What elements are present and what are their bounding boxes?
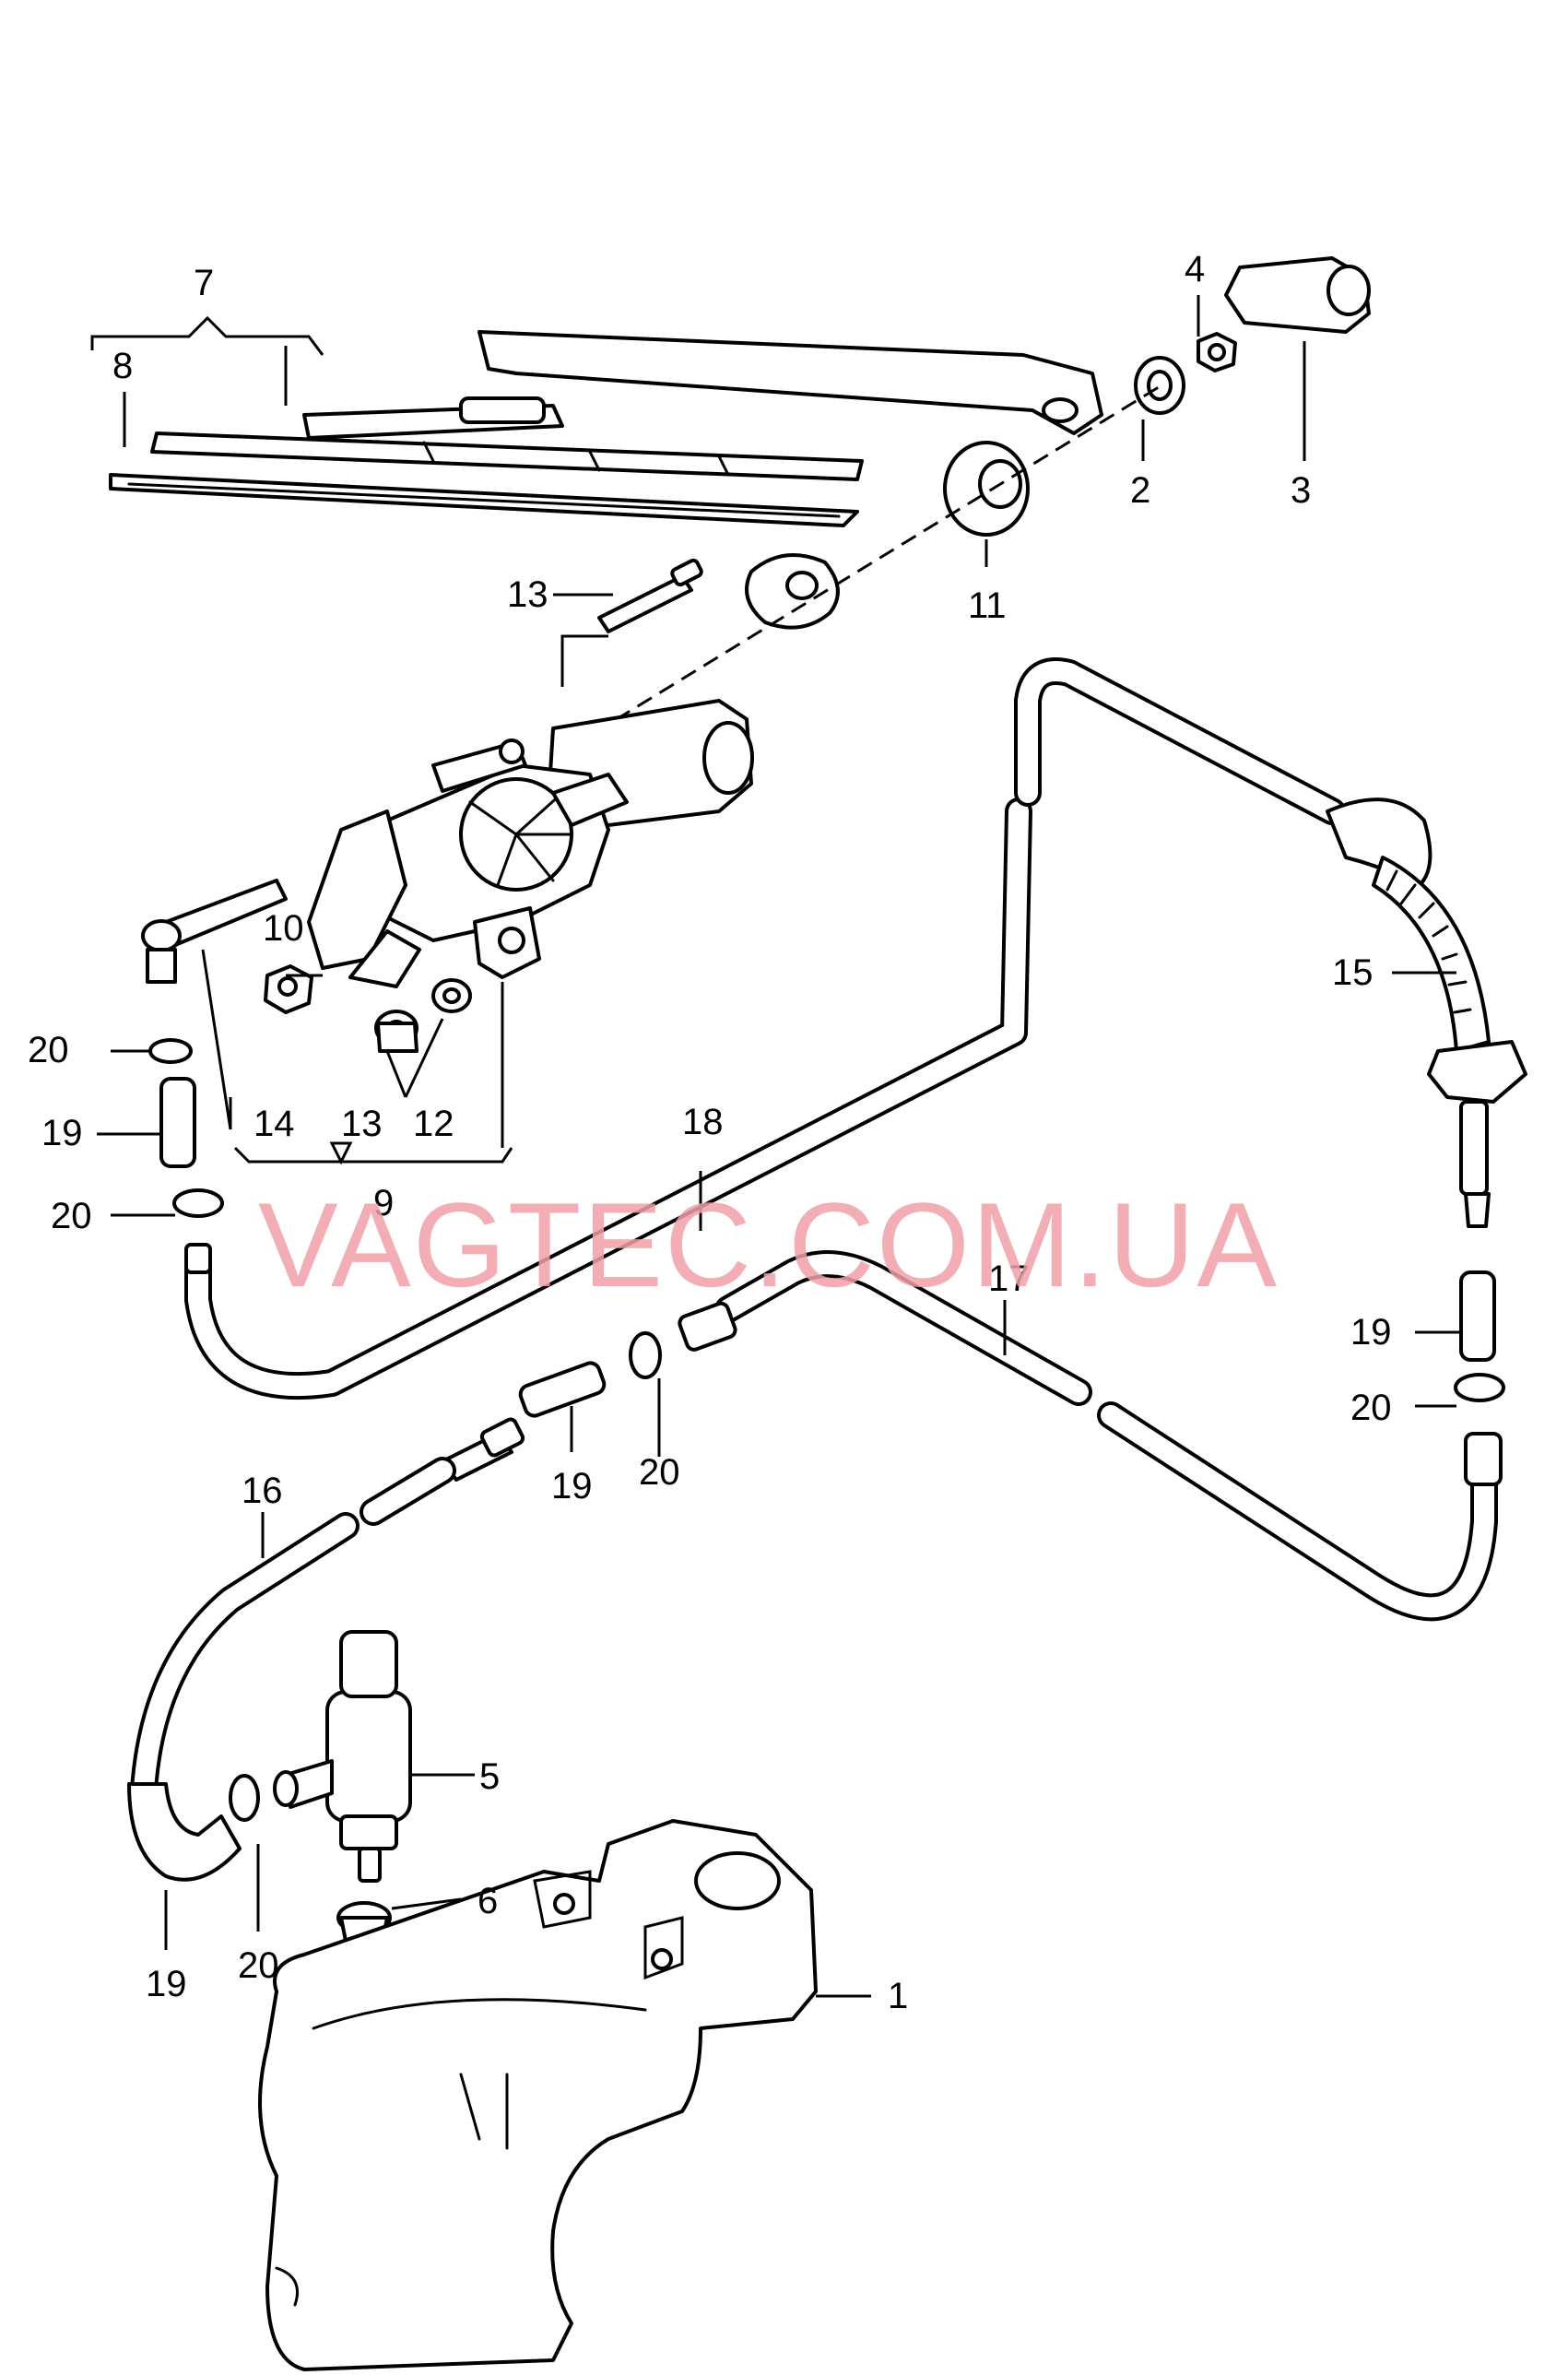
bushing-pair	[374, 978, 472, 1053]
clamp-pump	[229, 1774, 260, 1822]
hose-15	[1326, 798, 1527, 1228]
connector-piece	[441, 1417, 525, 1482]
clamp-left-top	[148, 1038, 193, 1064]
grommet	[943, 441, 1030, 537]
washer-pump	[273, 1630, 412, 1883]
label-1: 1	[888, 1976, 908, 2016]
arm-cap	[1224, 256, 1371, 334]
hose-piece-middle	[518, 1361, 607, 1418]
hose-18	[184, 657, 1346, 1400]
wiper-motor	[307, 699, 754, 988]
hose-piece-left	[159, 1077, 196, 1168]
label-3: 3	[1291, 470, 1311, 511]
seal-washer	[745, 553, 840, 630]
label-20-bottom: 20	[238, 1945, 279, 1986]
nut-10	[264, 964, 313, 1014]
label-4: 4	[1185, 249, 1205, 289]
label-19-bottom: 19	[146, 1964, 187, 2004]
hose-17	[678, 1250, 1503, 1622]
hose-piece-right	[1459, 1270, 1496, 1362]
label-15: 15	[1332, 952, 1373, 993]
clamp-middle	[629, 1331, 662, 1379]
leader-lines	[90, 295, 1461, 1998]
linkage-rod	[141, 879, 288, 984]
wiper-arm	[477, 330, 1185, 435]
label-10: 10	[263, 908, 304, 949]
elbow-hose	[127, 1782, 242, 1882]
label-7: 7	[194, 263, 214, 303]
nut	[1197, 332, 1237, 372]
label-13-top: 13	[507, 574, 548, 615]
hose-16	[129, 1457, 456, 1821]
wiper-blade	[109, 396, 864, 527]
label-17: 17	[988, 1258, 1030, 1299]
clamp-right	[1454, 1373, 1505, 1402]
label-16: 16	[242, 1471, 283, 1511]
label-14: 14	[253, 1104, 295, 1144]
label-12: 12	[413, 1104, 454, 1144]
label-20-right: 20	[1350, 1388, 1392, 1428]
label-13-bottom: 13	[341, 1104, 383, 1144]
label-19-middle: 19	[551, 1466, 593, 1507]
watermark: VAGTEC.COM.UA	[258, 1177, 1279, 1312]
label-18: 18	[682, 1102, 724, 1142]
label-11: 11	[968, 585, 1007, 626]
label-6: 6	[477, 1881, 498, 1921]
label-20-middle: 20	[639, 1452, 680, 1493]
bolt	[597, 558, 703, 633]
label-20-left-bottom: 20	[51, 1196, 92, 1236]
label-8: 8	[112, 346, 133, 386]
clamp-left-bottom	[172, 1188, 224, 1218]
label-20-left-top: 20	[28, 1030, 69, 1070]
label-5: 5	[479, 1756, 500, 1797]
label-2: 2	[1130, 470, 1150, 511]
washer-reservoir	[258, 1819, 818, 2371]
label-19-right: 19	[1350, 1312, 1392, 1353]
label-9: 9	[373, 1183, 394, 1223]
label-19-left: 19	[41, 1113, 83, 1153]
